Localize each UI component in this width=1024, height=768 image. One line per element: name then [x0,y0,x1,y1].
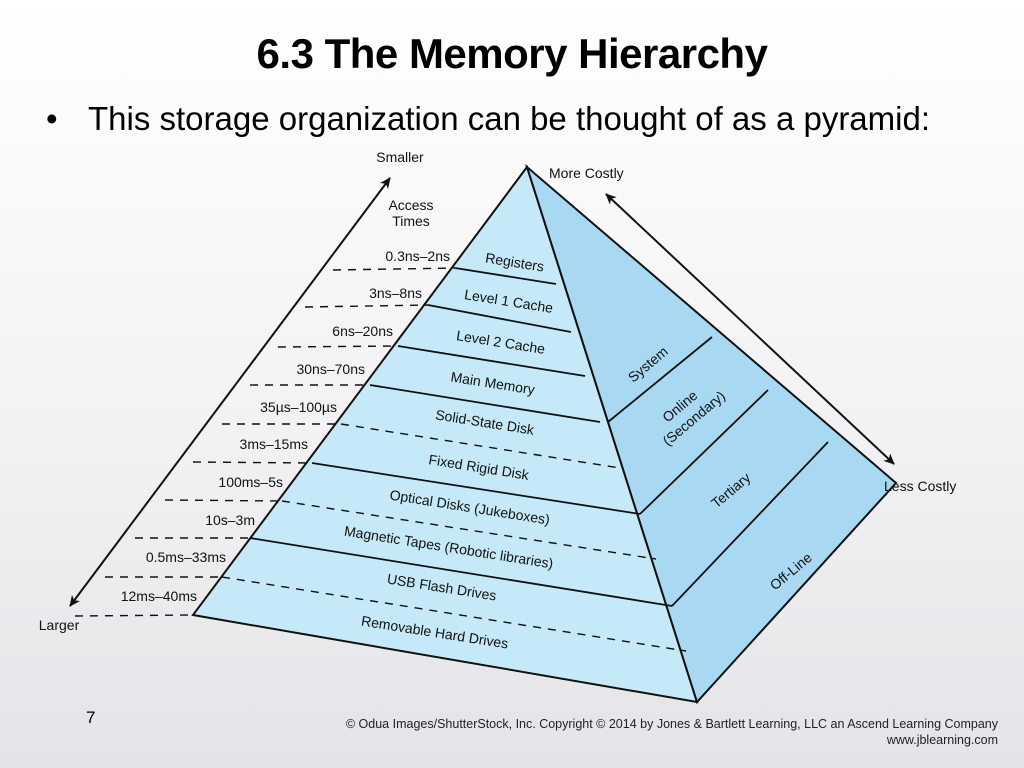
time-registers: 0.3ns–2ns [385,248,450,264]
credit-line-2: www.jblearning.com [886,733,998,747]
bullet-text: • This storage organization can be though… [46,100,930,138]
less-costly-label: Less Costly [884,478,956,494]
access-time-axis-arrow [69,177,391,607]
credit-line-1: © Odua Images/ShutterStock, Inc. Copyrig… [345,717,998,731]
smaller-label: Smaller [376,149,424,165]
slide-title: 6.3 The Memory Hierarchy [256,30,768,77]
page-number: 7 [86,708,96,727]
copyright-credit: © Odua Images/ShutterStock, Inc. Copyrig… [346,716,998,748]
bullet-dot: • [46,100,58,137]
larger-label: Larger [39,617,80,633]
access-times-label-1: Access [388,197,433,213]
access-times-label-2: Times [392,213,430,229]
time-ssd: 35µs–100µs [260,399,337,415]
bullet-label: This storage organization can be thought… [88,100,930,137]
time-usb: 0.5ms–33ms [146,549,226,565]
time-fixed-disk: 3ms–15ms [240,436,308,452]
more-costly-label: More Costly [549,165,624,181]
time-removable: 12ms–40ms [121,588,197,604]
time-l1-cache: 3ns–8ns [369,285,422,301]
time-optical: 100ms–5s [218,474,283,490]
time-tapes: 10s–3m [205,512,255,528]
cost-axis-arrow [605,193,895,465]
time-l2-cache: 6ns–20ns [332,323,393,339]
time-main-memory: 30ns–70ns [296,361,365,377]
